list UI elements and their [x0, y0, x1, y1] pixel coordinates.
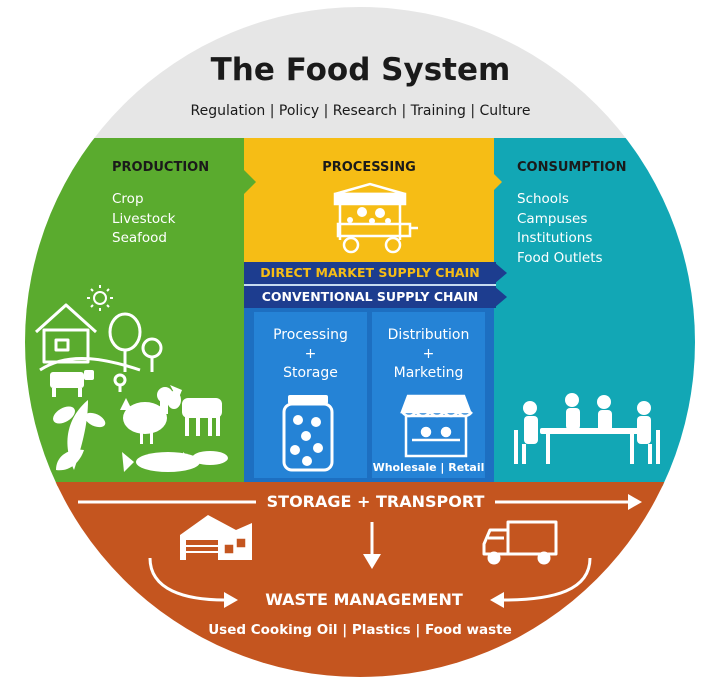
- storefront-icon: [400, 394, 473, 458]
- conventional-chain-band: [244, 286, 496, 308]
- right-curved-arrow: [502, 557, 592, 602]
- direct-chain-band: [244, 262, 496, 284]
- distribution-marketing-line: +: [422, 346, 435, 362]
- consumption-list: Schools Campuses Institutions Food Outle…: [517, 190, 603, 268]
- fish-icon: [122, 451, 228, 472]
- consumption-heading: CONSUMPTION: [517, 160, 627, 175]
- jar-icon: [282, 395, 334, 472]
- production-to-processing-arrow: [244, 170, 256, 194]
- down-arrow-head: [363, 554, 381, 569]
- processing-storage-line: Storage: [283, 365, 338, 381]
- goat-icon: [167, 385, 222, 436]
- chicken-icon: [120, 387, 178, 444]
- processing-storage-line: +: [304, 346, 317, 362]
- consumption-item: Institutions: [517, 230, 593, 246]
- production-heading: PRODUCTION: [112, 160, 210, 175]
- storage-transport-arrowhead: [628, 494, 642, 510]
- left-curved-arrowhead: [224, 592, 238, 608]
- consumption-item: Food Outlets: [517, 249, 603, 266]
- cow-icon: [50, 370, 94, 397]
- seedling-icon: [53, 400, 106, 471]
- market-cart-icon: [333, 182, 418, 254]
- people-dining-icon: [514, 393, 660, 464]
- diagram-subtitle: Regulation | Policy | Research | Trainin…: [190, 103, 531, 119]
- farmhouse-icon: [34, 303, 98, 364]
- distribution-marketing-line: Marketing: [393, 365, 464, 381]
- diagram-title: The Food System: [210, 52, 511, 88]
- production-item: Crop: [112, 191, 144, 207]
- vendor-figures-icon: [347, 207, 391, 224]
- right-curved-arrowhead: [490, 592, 504, 608]
- direct-chain-label: DIRECT MARKET SUPPLY CHAIN: [260, 265, 480, 280]
- processing-to-consumption-arrow: [490, 170, 502, 194]
- conventional-chain-arrowhead: [494, 286, 507, 308]
- hills-icon: [39, 357, 141, 372]
- processing-storage-label: Processing + Storage: [254, 326, 367, 383]
- conventional-chain-label: CONVENTIONAL SUPPLY CHAIN: [261, 289, 479, 304]
- wholesale-retail-caption: Wholesale | Retail: [372, 461, 485, 474]
- consumption-item: Campuses: [517, 210, 588, 227]
- bottom-orange-region: [25, 482, 695, 677]
- consumption-item: Schools: [517, 191, 569, 207]
- tree-icon: [108, 312, 163, 392]
- waste-management-items: Used Cooking Oil | Plastics | Food waste: [208, 622, 512, 638]
- waste-management-heading: WASTE MANAGEMENT: [265, 590, 463, 609]
- delivery-truck-icon: [482, 520, 558, 565]
- processing-heading: PROCESSING: [322, 160, 416, 175]
- warehouse-icon: [180, 515, 252, 560]
- processing-storage-line: Processing: [273, 327, 348, 343]
- direct-chain-arrowhead: [494, 262, 507, 284]
- production-item: Livestock: [112, 210, 176, 227]
- left-curved-arrow: [148, 557, 226, 602]
- sun-icon: [87, 285, 113, 311]
- storage-transport-label: STORAGE + TRANSPORT: [266, 492, 485, 511]
- production-item: Seafood: [112, 230, 167, 246]
- distribution-marketing-label: Distribution + Marketing: [372, 326, 485, 383]
- distribution-marketing-line: Distribution: [387, 327, 470, 343]
- production-list: Crop Livestock Seafood: [112, 190, 175, 249]
